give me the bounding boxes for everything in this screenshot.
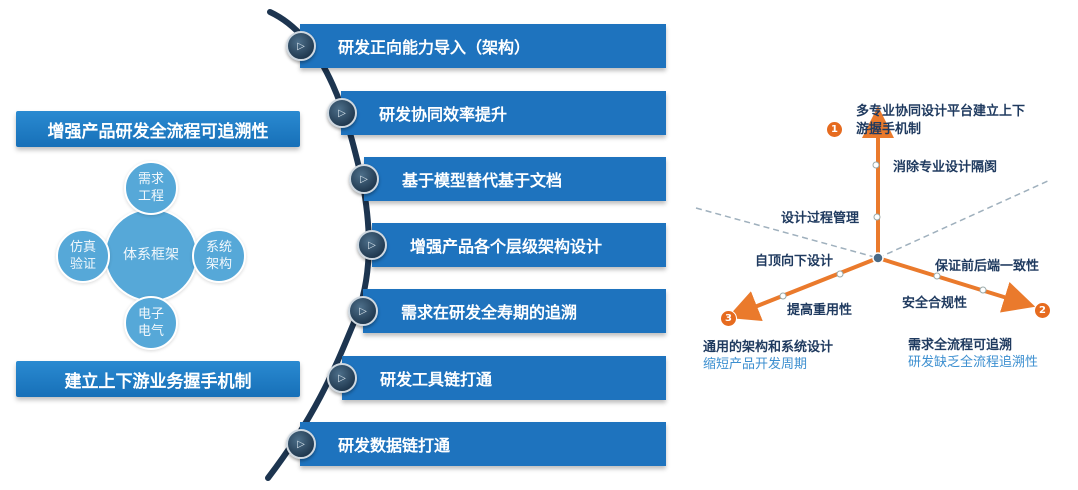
play-icon: ▷ (357, 230, 387, 260)
bar-datachain: 研发数据链打通 (300, 422, 666, 466)
bar-datachain-label: 研发数据链打通 (338, 436, 451, 455)
number-badge-1: 1 (826, 121, 843, 138)
architecture-circle: 系统 架构 (192, 229, 246, 283)
left-axis-title-line2: 缩短产品开发周期 (703, 357, 808, 372)
play-icon: ▷ (348, 296, 378, 326)
bar-model-based-label: 基于模型替代基于文档 (402, 171, 563, 190)
bar-forward-capability: 研发正向能力导入（架构） (300, 24, 666, 68)
bar-architecture-design-label: 增强产品各个层级架构设计 (410, 237, 603, 256)
electrical-line1: 电子 (137, 307, 164, 322)
play-icon: ▷ (286, 429, 316, 459)
play-icon: ▷ (327, 98, 357, 128)
eliminate-silos-label: 消除专业设计隔阂 (893, 160, 998, 175)
bottom-left-label: 建立上下游业务握手机制 (16, 361, 300, 397)
right-axis-title-line2: 研发缺乏全流程追溯性 (908, 355, 1039, 370)
requirements-line2: 工程 (137, 189, 164, 204)
reuse-label: 提高重用性 (787, 303, 853, 318)
bar-toolchain-label: 研发工具链打通 (380, 370, 493, 389)
bar-toolchain: 研发工具链打通 (342, 356, 666, 400)
left-axis-title-line1: 通用的架构和系统设计 (703, 340, 834, 355)
architecture-line2: 架构 (205, 257, 232, 272)
bar-requirement-trace-label: 需求在研发全寿期的追溯 (401, 303, 578, 322)
architecture-line1: 系统 (205, 240, 232, 255)
bar-model-based: 基于模型替代基于文档 (364, 157, 666, 201)
play-icon: ▷ (349, 164, 379, 194)
simulation-line1: 仿真 (69, 240, 96, 255)
safety-label: 安全合规性 (902, 296, 968, 311)
top-axis-title-line1: 多专业协同设计平台建立上下 (856, 104, 1026, 119)
number-badge-3: 3 (720, 310, 737, 327)
electrical-circle: 电子 电气 (124, 296, 178, 350)
top-axis-title-line2: 游握手机制 (856, 122, 922, 137)
bar-forward-capability-label: 研发正向能力导入（架构） (338, 38, 531, 57)
electrical-line2: 电气 (137, 324, 164, 339)
design-process-label: 设计过程管理 (781, 211, 860, 226)
top-left-label: 增强产品研发全流程可追溯性 (16, 111, 300, 147)
bar-requirement-trace: 需求在研发全寿期的追溯 (363, 289, 666, 333)
requirements-circle: 需求 工程 (124, 161, 178, 215)
center-circle-label: 体系框架 (123, 246, 179, 263)
bar-architecture-design: 增强产品各个层级架构设计 (372, 223, 666, 267)
bar-collaboration-label: 研发协同效率提升 (379, 105, 508, 124)
top-down-label: 自顶向下设计 (755, 254, 834, 269)
simulation-circle: 仿真 验证 (56, 229, 110, 283)
consistency-label: 保证前后端一致性 (935, 259, 1040, 274)
number-badge-2: 2 (1034, 302, 1051, 319)
right-axis-title-line1: 需求全流程可追溯 (908, 338, 1013, 353)
bar-collaboration: 研发协同效率提升 (341, 91, 666, 135)
requirements-line1: 需求 (137, 172, 164, 187)
play-icon: ▷ (286, 31, 316, 61)
play-icon: ▷ (327, 363, 357, 393)
simulation-line2: 验证 (69, 257, 96, 272)
